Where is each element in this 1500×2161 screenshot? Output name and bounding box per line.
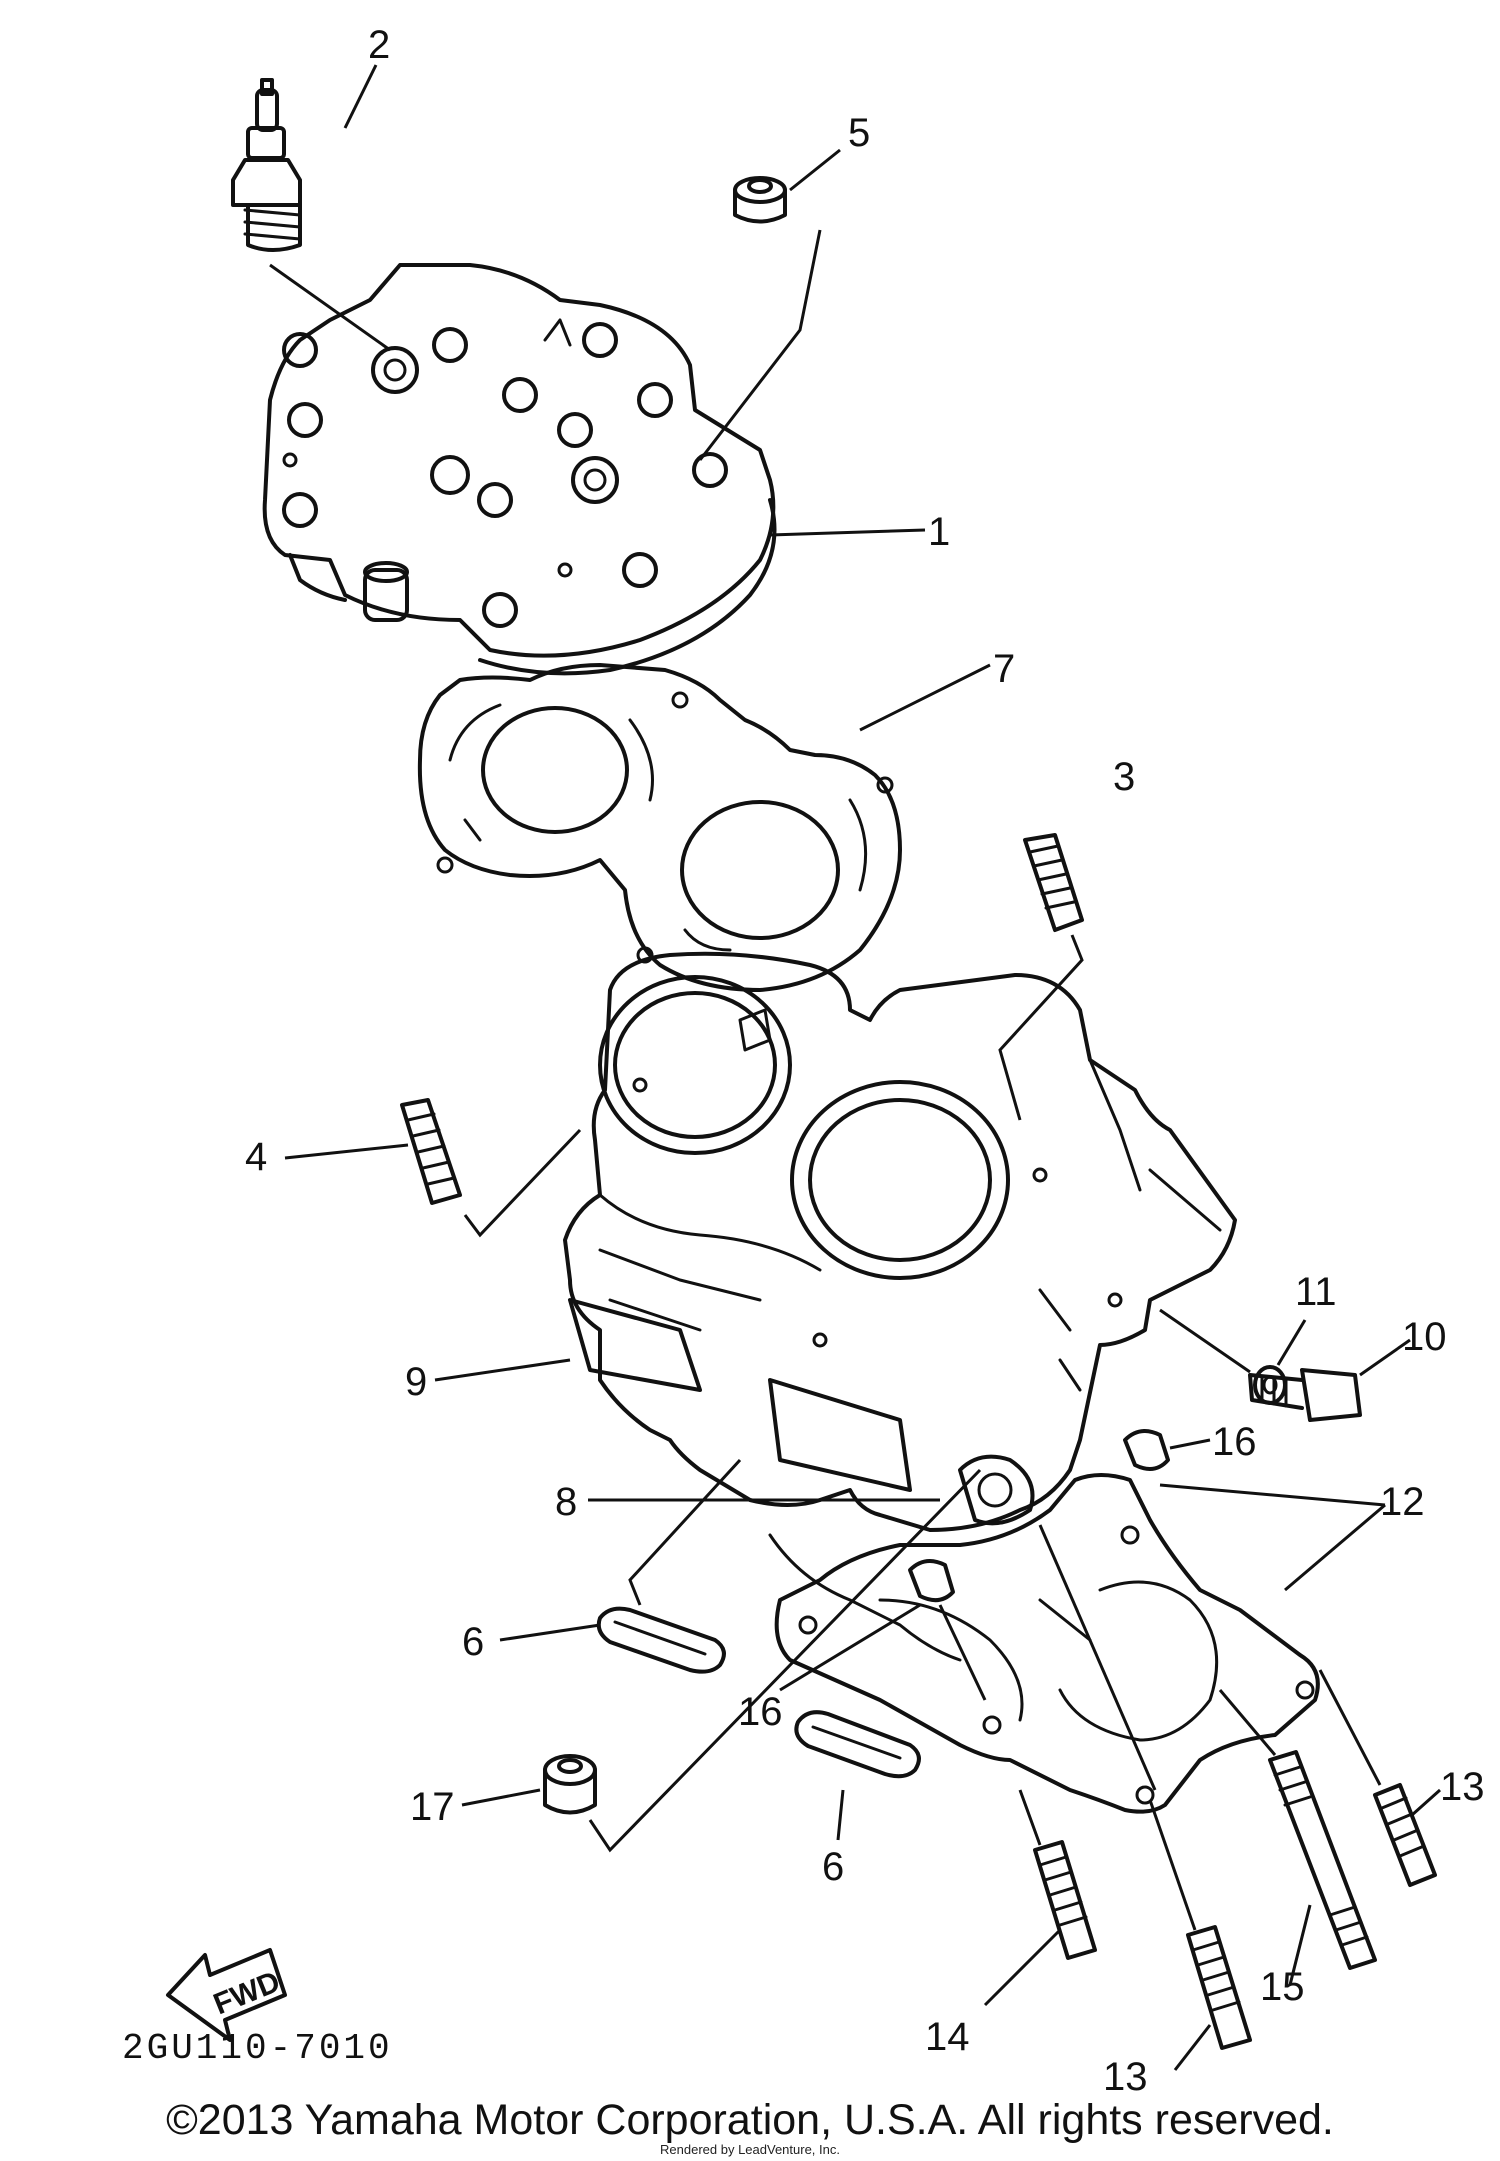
callout-6: 6 xyxy=(462,1620,484,1664)
callout-10: 10 xyxy=(1402,1315,1447,1359)
callout-8: 8 xyxy=(555,1480,577,1524)
base-gasket-drawing xyxy=(774,1473,1320,1814)
fwd-arrow-icon: FWD xyxy=(166,1948,287,2042)
leader-line xyxy=(1169,1438,1211,1450)
leader-line xyxy=(1038,1524,1157,1791)
leader-line xyxy=(1411,1788,1441,1817)
callout-9: 9 xyxy=(405,1360,427,1404)
leader-line xyxy=(284,1143,409,1160)
stud-drawing xyxy=(1373,1783,1437,1887)
callout-17: 17 xyxy=(410,1785,455,1829)
washer-drawing xyxy=(1253,1365,1287,1405)
leader-line xyxy=(1018,1789,1042,1846)
callout-15: 15 xyxy=(1260,1965,1305,2009)
callout-6-lower: 6 xyxy=(822,1845,844,1889)
leader-line xyxy=(1173,2024,1212,2071)
leader-line xyxy=(1318,1669,1382,1786)
callout-14: 14 xyxy=(925,2015,970,2059)
head-gasket-drawing xyxy=(417,663,902,992)
leader-line xyxy=(434,1358,571,1382)
dowel-pin-drawing xyxy=(908,1559,955,1603)
leader-line xyxy=(1148,1799,1197,1931)
leader-line xyxy=(836,1789,845,1841)
leader-line xyxy=(628,1458,742,1606)
callout-7: 7 xyxy=(993,647,1015,691)
leader-line xyxy=(859,663,991,732)
leader-line xyxy=(463,1128,582,1238)
leader-line xyxy=(1359,1338,1411,1377)
leader-line xyxy=(769,528,926,537)
callout-2: 2 xyxy=(368,23,390,67)
spark-plug-drawing xyxy=(231,78,302,252)
leader-line xyxy=(588,1468,982,1853)
leader-line xyxy=(461,1788,541,1807)
callout-16-lower: 16 xyxy=(738,1690,783,1734)
callout-13-lower: 13 xyxy=(1103,2055,1148,2099)
callout-4: 4 xyxy=(245,1135,267,1179)
stud-drawing xyxy=(1268,1750,1377,1970)
nut-drawing xyxy=(733,176,787,224)
leader-line xyxy=(998,934,1084,1121)
callout-16: 16 xyxy=(1212,1420,1257,1464)
rendered-by-notice: Rendered by LeadVenture, Inc. xyxy=(660,2142,840,2157)
leader-line xyxy=(343,64,378,129)
stud-drawing xyxy=(1023,833,1084,932)
leader-line xyxy=(938,1604,987,1701)
leader-line xyxy=(1276,1319,1307,1366)
stud-drawing xyxy=(1186,1925,1252,2050)
dowel-pin-drawing xyxy=(1123,1429,1170,1471)
cylinder-block-drawing xyxy=(563,951,1237,1662)
callout-1: 1 xyxy=(928,510,950,554)
copyright-notice: ©2013 Yamaha Motor Corporation, U.S.A. A… xyxy=(166,2096,1334,2144)
callout-3: 3 xyxy=(1113,755,1135,799)
leader-line xyxy=(1159,1483,1386,1507)
stud-drawing xyxy=(1033,1840,1097,1960)
leader-line xyxy=(1218,1689,1277,1756)
leader-line xyxy=(1284,1503,1386,1592)
part-code: 2GU110-7010 xyxy=(122,2028,393,2069)
callout-5: 5 xyxy=(848,111,870,155)
cylinder-head-drawing xyxy=(262,263,777,676)
callout-13: 13 xyxy=(1440,1765,1485,1809)
nut-drawing xyxy=(543,1754,597,1815)
leader-line xyxy=(789,148,841,192)
leader-line xyxy=(779,1603,921,1692)
callout-11: 11 xyxy=(1295,1270,1337,1314)
callout-12: 12 xyxy=(1380,1480,1425,1524)
leader-line xyxy=(499,1623,601,1642)
leader-line xyxy=(1288,1904,1312,1986)
leader-line xyxy=(269,263,391,352)
leader-line xyxy=(1159,1308,1251,1374)
port-gasket-drawing xyxy=(596,1606,726,1674)
leader-line xyxy=(698,229,822,461)
stud-drawing xyxy=(400,1098,462,1205)
leader-line xyxy=(983,1928,1062,2007)
port-gasket-drawing xyxy=(794,1710,921,1779)
